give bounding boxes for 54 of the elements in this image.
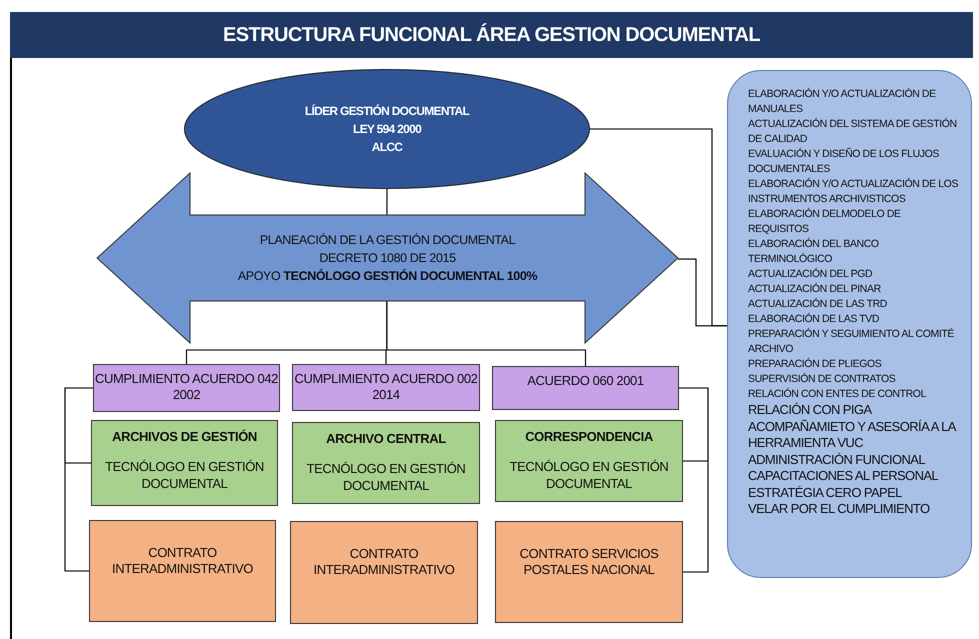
function-item: ELABORACIÓN Y/O ACTUALIZACIÓN DE MANUALES — [748, 87, 937, 117]
connector-line — [386, 189, 388, 215]
title-banner: ESTRUCTURA FUNCIONAL ÁREA GESTION DOCUMENTAL — [10, 12, 973, 58]
leader-text: LÍDER GESTIÓN DOCUMENTAL — [304, 103, 470, 120]
contract-box — [89, 520, 276, 622]
node-text: CONTRATO SERVICIOS POSTALES NACIONAL — [518, 546, 660, 578]
function-item: SUPERVISIÓN DE CONTRATOS — [748, 372, 896, 387]
node-text: CONTRATO INTERADMINISTRATIVO — [111, 545, 254, 578]
unit-title: ARCHIVOS DE GESTIÓN — [112, 429, 257, 446]
node-text: CUMPLIMIENTO ACUERDO 002 2014 — [293, 371, 479, 404]
function-item: ACOMPAÑAMIETO Y ASESORÍA A LA HERRAMIENTA VUC — [748, 418, 957, 452]
function-item: ACTUALIZACIÓN DEL PGD — [748, 267, 872, 282]
leader-text: LEY 594 2000 — [352, 121, 422, 138]
planning-text: PLANEACIÓN DE LA GESTIÓN DOCUMENTAL — [260, 232, 516, 249]
function-item: RELACIÓN CON ENTES DE CONTROL — [748, 387, 926, 402]
node-text: ACUERDO 060 2001 — [527, 373, 644, 390]
planning-text: APOYO TECNÓLOGO GESTIÓN DOCUMENTAL 100% — [238, 268, 538, 285]
unit-title: ARCHIVO CENTRAL — [326, 431, 446, 448]
unit-box — [91, 420, 278, 506]
contract-box — [290, 521, 478, 624]
connector-line — [678, 258, 727, 326]
function-item: PREPARACIÓN DE PLIEGOS — [748, 357, 882, 372]
node-text: CONTRATO INTERADMINISTRATIVO — [312, 546, 456, 578]
role-text: TECNÓLOGO EN GESTIÓN DOCUMENTAL — [508, 459, 670, 492]
connector-line — [679, 387, 709, 573]
connector-line — [64, 387, 93, 572]
function-item: VELAR POR EL CUMPLIMIENTO — [748, 501, 930, 518]
function-item: RELACIÓN CON PIGA — [748, 402, 872, 418]
unit-title: CORRESPONDENCIA — [525, 429, 653, 446]
function-item: ACTUALIZACIÓN DEL PINAR — [748, 282, 881, 297]
function-item: ACTUALIZACIÓN DE LAS TRD — [748, 297, 887, 312]
planning-text: DECRETO 1080 DE 2015 — [319, 250, 456, 267]
function-item: EVALUACIÓN Y DISEÑO DE LOS FLUJOS DOCUMENTALES — [748, 147, 940, 177]
norm-box — [492, 366, 679, 410]
norm-box — [93, 364, 280, 412]
function-item: ADMINISTRACIÓN FUNCIONAL — [748, 452, 926, 468]
norm-box — [292, 364, 480, 411]
function-item: ESTRATÉGIA CERO PAPEL — [748, 484, 902, 501]
connector-line — [386, 301, 586, 366]
unit-box — [495, 420, 683, 502]
function-item: ELABORACIÓN DE LAS TVD — [748, 312, 880, 327]
function-item: CAPACITACIONES AL PERSONAL — [748, 468, 938, 484]
contract-box — [495, 521, 683, 623]
role-text: TECNÓLOGO EN GESTIÓN DOCUMENTAL — [306, 461, 466, 494]
node-text: CUMPLIMIENTO ACUERDO 042 2002 — [94, 371, 279, 404]
function-item: ELABORACIÓN DELMODELO DE REQUISITOS — [748, 207, 902, 237]
function-item: ELABORACIÓN Y/O ACTUALIZACIÓN DE LOS INSTRUMENTOS ARCHIVISTICOS — [748, 177, 960, 207]
leader-text: ALCC — [372, 139, 402, 156]
role-text: TECNÓLOGO EN GESTIÓN DOCUMENTAL — [104, 459, 265, 492]
unit-box — [292, 422, 480, 504]
functions-panel — [727, 70, 972, 578]
function-item: ELABORACIÓN DEL BANCO TERMINOLÓGICO — [748, 237, 880, 267]
function-item: PREPARACIÓN Y SEGUIMIENTO AL COMITÉ ARCHIVO — [748, 327, 955, 357]
function-item: ACTUALIZACIÓN DEL SISTEMA DE GESTIÓN DE CALIDAD — [748, 117, 958, 147]
